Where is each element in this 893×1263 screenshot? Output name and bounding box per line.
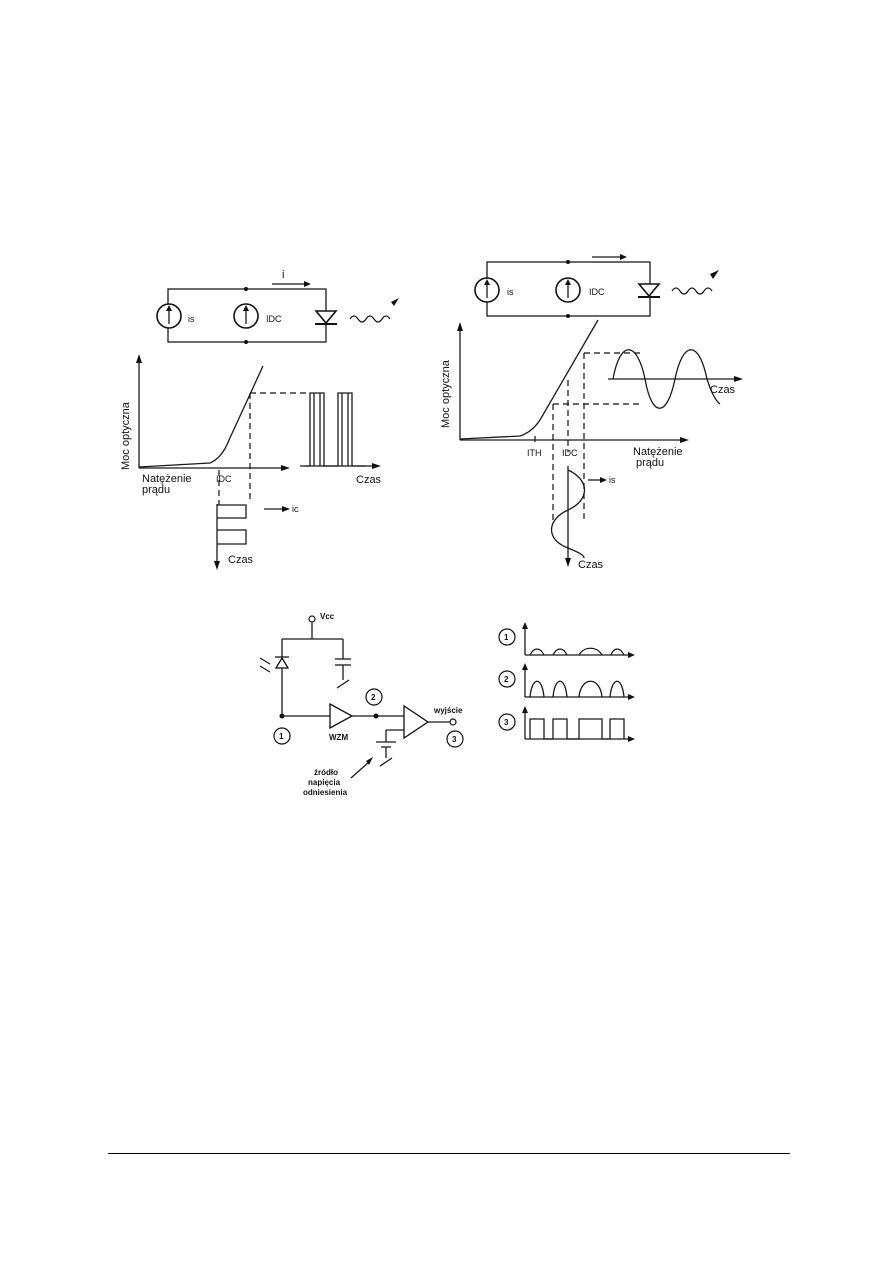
- vcc-label: Vcc: [320, 612, 335, 621]
- current-label: i: [282, 269, 284, 281]
- node-2-dot: [373, 713, 379, 719]
- reference-pointer-head-icon: [366, 757, 373, 765]
- current-arrow-head-icon: [620, 254, 627, 260]
- right-idc-tick-label: IDC: [562, 448, 578, 458]
- output-label: wyjście: [433, 706, 463, 715]
- right-signal-label: is: [609, 475, 616, 485]
- axis-arrow-icon: [628, 652, 635, 658]
- node-2-marker: [365, 688, 383, 706]
- right-modulation-figure: is IDC Moc optyczna Natężenie prądu ITH …: [440, 254, 743, 571]
- node-1-label: 1: [279, 732, 284, 741]
- laser-diode-icon: [314, 310, 338, 325]
- footer-rule: [108, 1153, 790, 1154]
- right-source-idc-label: IDC: [589, 287, 605, 297]
- axis-arrow-icon: [522, 622, 528, 629]
- left-time-label-right: Czas: [356, 474, 382, 486]
- waveform-1-label: 1: [504, 633, 509, 642]
- comparator-icon: [403, 704, 430, 740]
- left-x-axis-label-1: Natężenie: [142, 473, 192, 485]
- left-y-axis-label: Moc optyczna: [120, 401, 132, 470]
- source-idc-arrow-head-icon: [565, 279, 571, 285]
- left-time-label-down: Czas: [228, 554, 254, 566]
- ith-tick-label: ITH: [527, 448, 542, 458]
- waveform-2-label: 2: [504, 675, 509, 684]
- axis-arrow-icon: [522, 706, 528, 713]
- optical-sine-wave: [612, 349, 721, 409]
- axis-arrow-icon: [522, 663, 528, 670]
- ic-label: ic: [292, 504, 299, 514]
- waveform-1-marker: [498, 628, 516, 646]
- incident-light-icon: [259, 657, 271, 665]
- waveform-3-signal: [529, 718, 625, 740]
- junction-dot: [244, 287, 248, 291]
- waveform-2-marker: [498, 670, 516, 688]
- waveform-1-signal: [529, 647, 625, 656]
- receiver-waveforms: 1 2 3: [498, 622, 635, 742]
- axis-arrow-icon: [628, 736, 635, 742]
- left-idc-tick-label: IDC: [216, 474, 232, 484]
- output-terminal: [449, 718, 457, 726]
- photodiode-icon: [274, 656, 290, 669]
- reference-label-1: źródło: [314, 768, 338, 777]
- laser-diode-icon: [637, 283, 661, 298]
- ic-arrow-head-icon: [282, 506, 290, 512]
- source-idc-arrow-head-icon: [243, 305, 249, 311]
- waveform-3-marker: [498, 713, 516, 731]
- junction-dot: [244, 340, 248, 344]
- axis-arrow-icon: [214, 561, 220, 570]
- axis-arrow-icon: [565, 558, 571, 567]
- vcc-terminal: [308, 615, 316, 623]
- current-sine-wave: [551, 469, 585, 559]
- incident-light-icon: [259, 665, 271, 673]
- ground-icon: [379, 757, 393, 767]
- current-pulse-train: [217, 504, 247, 545]
- is-arrow-head-icon: [600, 477, 607, 483]
- right-x-axis-label-2: prądu: [636, 457, 664, 469]
- axis-arrow-icon: [457, 322, 463, 331]
- waveform-3-label: 3: [504, 718, 509, 727]
- right-time-label-right: Czas: [710, 384, 736, 396]
- junction-dot: [566, 314, 570, 318]
- amplifier-label: WZM: [329, 733, 348, 742]
- node-1-marker: [273, 727, 291, 745]
- current-arrow-head-icon: [304, 281, 311, 287]
- left-x-axis-label-2: prądu: [142, 484, 170, 496]
- axis-arrow-icon: [136, 354, 142, 363]
- left-modulation-figure: i is IDC Moc optyczna Natężenie prądu ID…: [120, 269, 399, 570]
- right-pi-curve: [459, 319, 599, 440]
- left-pi-curve: [138, 365, 264, 468]
- reference-label-2: napięcia: [308, 778, 341, 787]
- right-y-axis-label: Moc optyczna: [440, 359, 452, 428]
- light-arrow-head-icon: [391, 298, 399, 306]
- reference-pointer: [350, 761, 370, 779]
- right-time-label-down: Czas: [578, 559, 604, 571]
- waveform-2-signal: [529, 680, 625, 698]
- reference-label-3: odniesienia: [303, 788, 348, 797]
- light-arrow-head-icon: [710, 270, 719, 279]
- node-3-marker: [446, 730, 464, 748]
- light-wave-icon: [349, 315, 391, 323]
- source-idc-label: IDC: [266, 314, 282, 324]
- right-source-is-label: is: [507, 287, 514, 297]
- axis-arrow-icon: [628, 694, 635, 700]
- axis-arrow-icon: [680, 437, 689, 443]
- ground-icon: [336, 679, 350, 689]
- axis-arrow-icon: [281, 465, 290, 471]
- receiver-circuit: Vcc 1 WZM 2 źródło: [259, 612, 464, 797]
- junction-dot: [566, 260, 570, 264]
- node-2-label: 2: [371, 693, 376, 702]
- source-is-arrow-head-icon: [166, 305, 172, 311]
- source-is-label: is: [188, 314, 195, 324]
- optical-pulse-train: [305, 392, 366, 467]
- right-x-axis-label-1: Natężenie: [633, 446, 683, 458]
- light-wave-icon: [671, 287, 713, 295]
- axis-arrow-icon: [372, 463, 381, 469]
- source-is-arrow-head-icon: [484, 279, 490, 285]
- node-3-label: 3: [452, 735, 457, 744]
- amplifier-icon: [329, 702, 354, 730]
- axis-arrow-icon: [734, 376, 743, 382]
